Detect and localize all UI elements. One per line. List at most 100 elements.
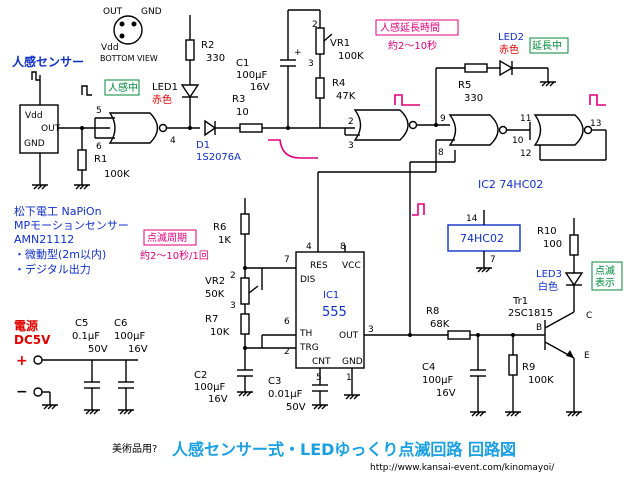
c6-name: C6 <box>114 318 127 329</box>
power-plus: + <box>16 353 28 369</box>
ic1-cnt: CNT <box>312 357 331 367</box>
jinkan-time-label: 約2～10秒 <box>388 39 437 52</box>
page-title: 人感センサー式・LEDゆっくり点滅回路 回路図 <box>172 440 516 459</box>
vr2-name: VR2 <box>205 276 225 287</box>
led3-color: 白色 <box>538 280 558 293</box>
tr1-e: E <box>584 351 590 361</box>
vr1-pin3: 3 <box>308 59 314 69</box>
r4-resistor <box>315 77 325 99</box>
ic1-vcc: VCC <box>342 261 361 271</box>
ic2-power-box <box>447 224 521 252</box>
r10-resistor <box>569 234 579 256</box>
tenmetsu-time-label: 約2～10秒/1回 <box>140 249 209 262</box>
vr1-value: 100K <box>338 51 364 62</box>
bv-vdd: Vdd <box>101 43 119 53</box>
ground-icon <box>344 394 360 400</box>
c2-value: 100μF <box>194 382 225 393</box>
c3-name: C3 <box>268 376 281 387</box>
nor-gate-3 <box>448 114 499 146</box>
c6-value: 100μF <box>114 331 145 342</box>
ground-icon <box>476 267 492 273</box>
tenmetsu-hyouji-1: 表示 <box>595 276 615 289</box>
r5-name: R5 <box>458 80 471 91</box>
ic1-555-label: 555 <box>322 305 347 320</box>
c3-value: 0.01μF <box>268 389 303 400</box>
sensor-desc-0: 松下電工 NaPiOn <box>14 204 102 218</box>
ground-icon <box>237 391 253 397</box>
ic1-th: TH <box>299 329 312 339</box>
sensor-vdd-label: Vdd <box>25 111 43 121</box>
pin13: 13 <box>590 119 601 129</box>
ic1-pin7: 7 <box>284 255 290 265</box>
c2-name: C2 <box>194 370 207 381</box>
tr1-b: B <box>536 323 542 333</box>
tr1-value: 2SC1815 <box>508 308 553 319</box>
led2-icon <box>499 59 514 77</box>
nor-gate-1 <box>108 112 159 144</box>
ground-icon <box>42 404 58 410</box>
r9-name: R9 <box>522 362 535 373</box>
power-label: 電源 <box>14 318 38 333</box>
r2-value: 330 <box>206 53 225 64</box>
r2-name: R2 <box>201 40 214 51</box>
c6-volt: 16V <box>128 344 148 355</box>
pin4: 4 <box>170 136 176 146</box>
c1-value: 100μF <box>236 70 267 81</box>
pin8: 8 <box>438 148 444 158</box>
ground-icon <box>74 184 90 190</box>
r7-value: 10K <box>210 327 230 338</box>
r7-resistor <box>240 313 250 335</box>
tr1-name: Tr1 <box>512 296 528 307</box>
bv-out: OUT <box>103 7 123 17</box>
tr1-c: C <box>586 311 592 321</box>
r8-resistor <box>447 330 471 340</box>
r6-value: 1K <box>218 235 231 246</box>
ic1-label: IC1 <box>323 290 339 301</box>
r1-name: R1 <box>94 154 107 165</box>
r2-resistor <box>185 39 195 61</box>
r4-name: R4 <box>332 78 345 89</box>
tenmetsu-shuuki-label: 点滅周期 <box>147 232 187 244</box>
r7-name: R7 <box>205 314 218 325</box>
r10-name: R10 <box>537 226 557 237</box>
led3-name: LED3 <box>536 269 562 280</box>
title-url: http://www.kansai-event.com/kinomayoi/ <box>370 463 555 473</box>
r5-value: 330 <box>464 93 483 104</box>
ic1-dis: DIS <box>300 275 316 285</box>
d1-name: D1 <box>196 140 210 151</box>
r8-value: 68K <box>430 319 450 330</box>
pin12: 12 <box>520 149 531 159</box>
sensor-desc-1: MPモーションセンサー <box>14 219 129 232</box>
d1-diode <box>204 119 217 137</box>
c1-volt: 16V <box>250 82 270 93</box>
vr2-pin3: 3 <box>230 301 236 311</box>
pin14: 14 <box>466 214 478 224</box>
ic1-pin3: 3 <box>368 325 374 335</box>
ic1-pin6: 6 <box>284 317 290 327</box>
pin3: 3 <box>348 141 354 151</box>
title-prefix: 美術品用? <box>112 442 157 455</box>
pin10: 10 <box>512 136 524 146</box>
ground-icon <box>566 411 582 417</box>
ground-icon <box>540 81 556 87</box>
bottom-view-label: BOTTOM VIEW <box>100 54 158 63</box>
ic1-pin4: 4 <box>306 242 312 252</box>
r1-resistor <box>77 149 87 171</box>
r3-value: 10 <box>236 107 249 118</box>
vr2-potentiometer <box>240 277 250 305</box>
r4-value: 47K <box>336 91 356 102</box>
nor-gate-4 <box>533 114 584 146</box>
ic1-pin8: 8 <box>340 242 346 252</box>
sensor-desc-3: ・微動型(2m以内) <box>14 247 106 261</box>
c4-value: 100μF <box>422 375 453 386</box>
ic2-box-label: 74HC02 <box>460 232 504 245</box>
led1-icon <box>180 84 200 99</box>
ic1-trg: TRG <box>299 343 319 353</box>
power-plus-terminal <box>33 355 43 365</box>
led1-name: LED1 <box>152 82 178 93</box>
ground-icon <box>312 404 328 410</box>
vr1-potentiometer <box>315 27 325 55</box>
pin2: 2 <box>348 117 354 127</box>
